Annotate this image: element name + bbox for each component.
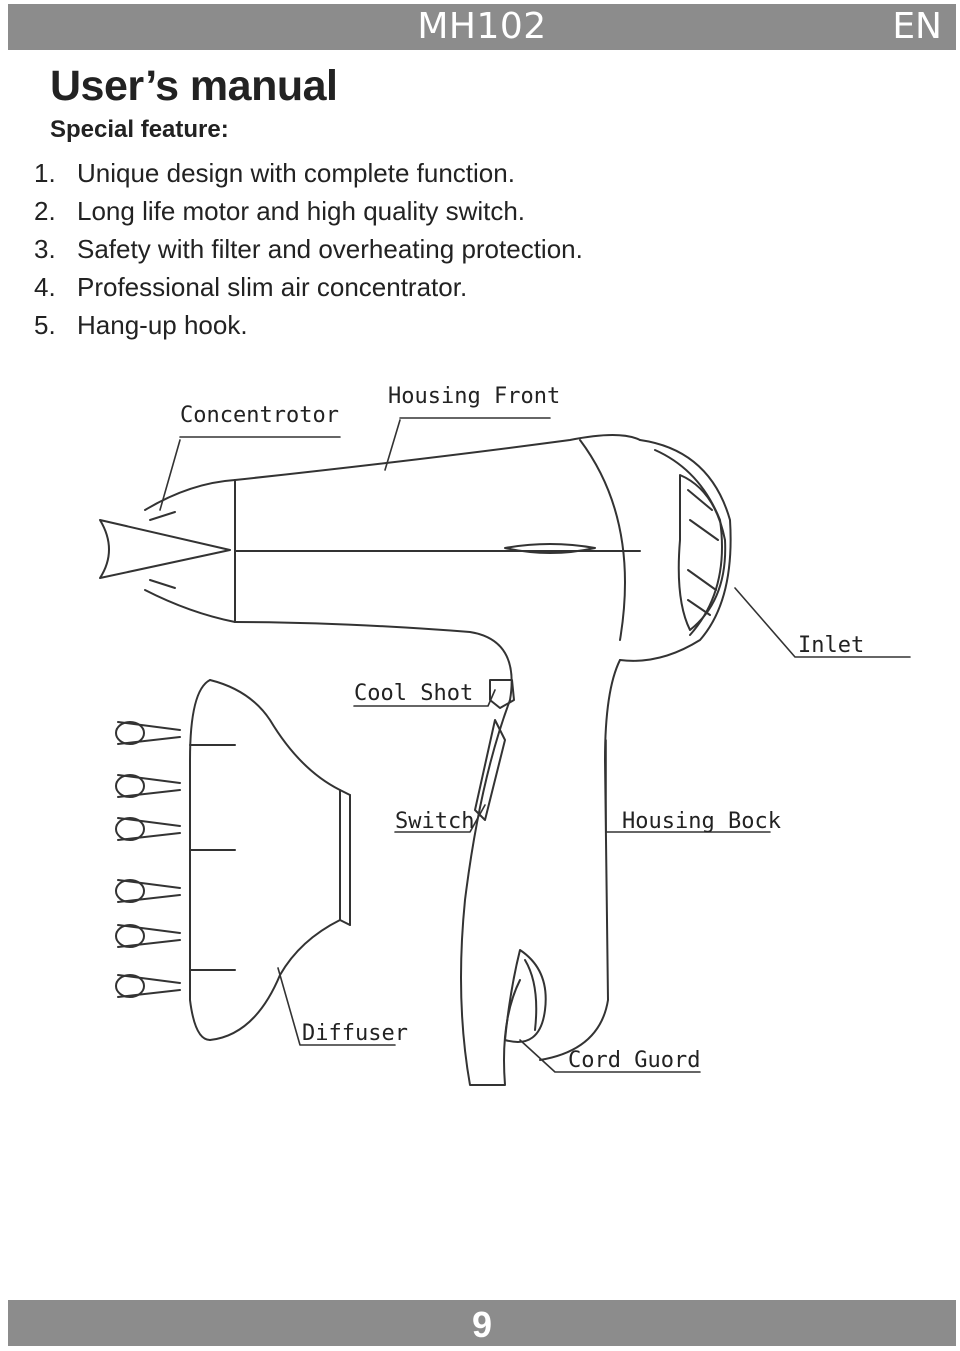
label-housing-front: Housing Front (388, 384, 560, 409)
list-item: 1. Unique design with complete function. (34, 154, 583, 192)
item-text: Professional slim air concentrator. (77, 271, 468, 302)
list-item: 2. Long life motor and high quality switc… (34, 192, 583, 230)
list-item: 4. Professional slim air concentrator. (34, 268, 583, 306)
section-subtitle: Special feature: (50, 116, 229, 143)
label-housing-back: Housing Bock (622, 809, 781, 834)
item-text: Hang-up hook. (77, 309, 248, 340)
concentrator-drawing (99, 479, 236, 623)
page-title: User’s manual (50, 62, 338, 110)
label-inlet: Inlet (798, 633, 864, 658)
label-diffuser: Diffuser (302, 1021, 408, 1046)
label-switch: Switch (395, 809, 474, 834)
page-number: 9 (471, 1304, 493, 1345)
item-text: Long life motor and high quality switch. (77, 195, 526, 226)
model-number: MH102 (417, 6, 547, 47)
header-bar: MH102 EN (8, 4, 956, 50)
label-concentrator: Concentrotor (180, 403, 339, 428)
dryer-body-drawing (234, 434, 732, 1086)
label-cool-shot: Cool Shot (354, 681, 473, 706)
list-item: 3. Safety with filter and overheating pro… (34, 230, 583, 268)
label-cord-guard: Cord Guord (568, 1048, 700, 1073)
item-number: 3. (34, 233, 56, 264)
item-text: Safety with filter and overheating prote… (77, 233, 583, 264)
footer-bar: 9 (8, 1300, 956, 1346)
item-text: Unique design with complete function. (77, 157, 515, 188)
leader-lines (159, 417, 911, 1073)
item-number: 4. (34, 271, 56, 302)
feature-list: 1.Unique design with complete function. … (34, 154, 583, 344)
hair-dryer-diagram: Concentrotor Housing Front Inlet Cool Sh… (99, 384, 911, 1086)
item-number: 1. (34, 157, 56, 188)
diffuser-drawing (115, 679, 351, 1041)
list-item: 5. Hang-up hook. (34, 306, 583, 344)
language-code: EN (892, 6, 942, 47)
item-number: 2. (34, 195, 56, 226)
item-number: 5. (34, 309, 56, 340)
